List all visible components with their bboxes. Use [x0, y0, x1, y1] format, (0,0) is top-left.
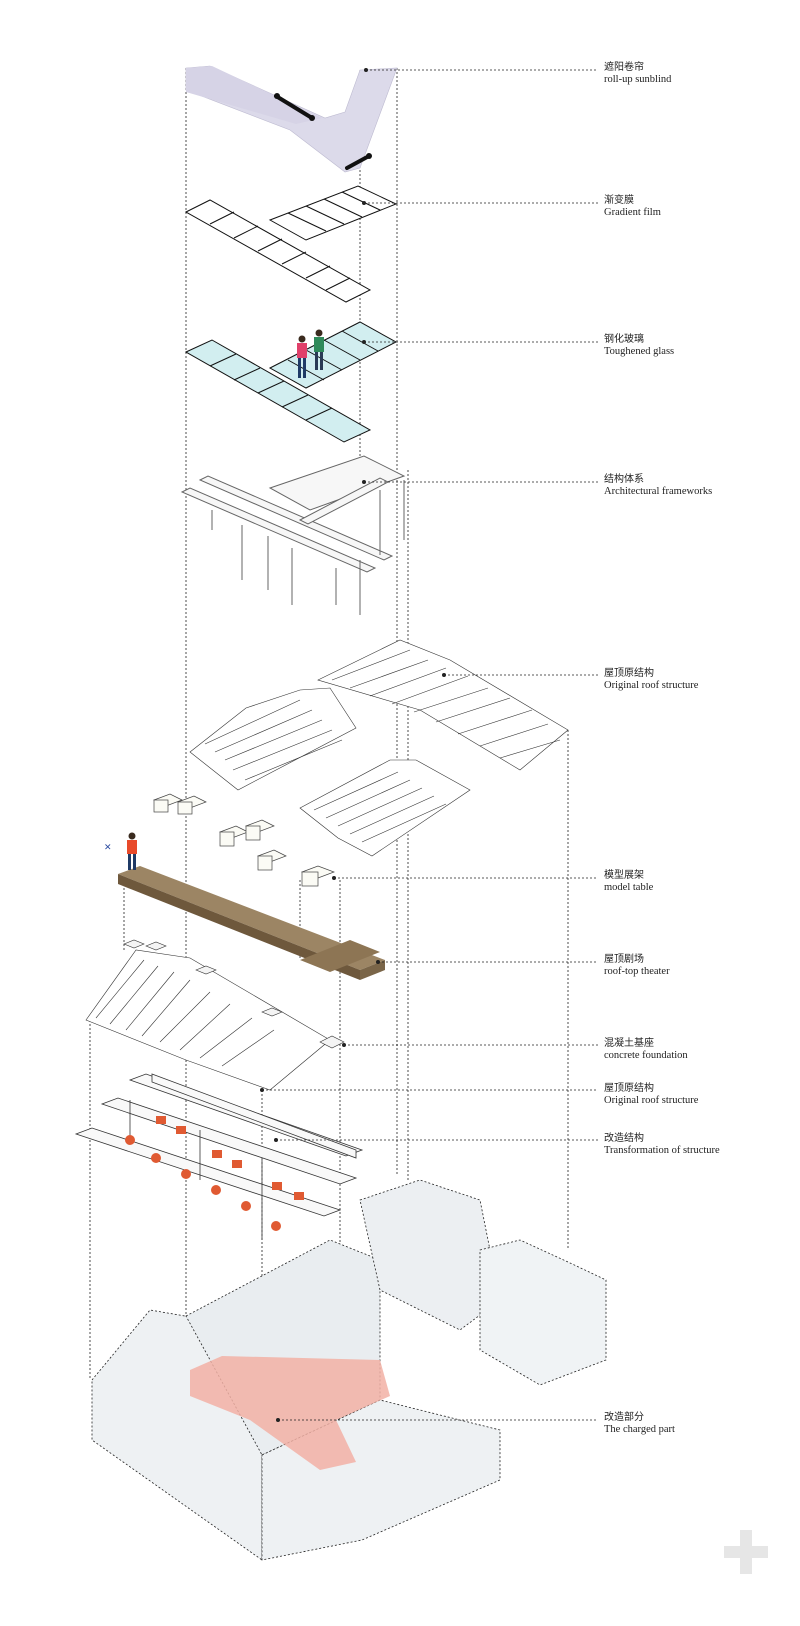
label-charged-part: 改造部分 The charged part [604, 1412, 675, 1437]
label-zh: 钢化玻璃 [604, 334, 644, 345]
label-en: Original roof structure [604, 1095, 699, 1106]
label-zh: 混凝土基座 [604, 1038, 654, 1049]
roof-structure-lower [85, 939, 345, 1091]
person-figure-icon: ✕ [104, 832, 137, 870]
label-frameworks: 结构体系 Architectural frameworks [604, 474, 712, 499]
label-zh: 屋顶原结构 [604, 1083, 654, 1094]
building-base-layer [91, 1179, 607, 1561]
label-en: Transformation of structure [604, 1145, 720, 1156]
label-en: model table [604, 882, 654, 893]
label-concrete-foundation: 混凝土基座 concrete foundation [604, 1038, 688, 1063]
label-transformation-structure: 改造结构 Transformation of structure [604, 1133, 720, 1158]
label-roof-structure-upper: 屋顶原结构 Original roof structure [604, 668, 698, 693]
label-sunblind: 遮阳卷帘 roll-up sunblind [604, 62, 671, 87]
svg-text:✕: ✕ [104, 842, 112, 852]
label-roof-structure-lower: 屋顶原结构 Original roof structure [604, 1083, 698, 1108]
rooftop-theater-layer [118, 866, 385, 980]
label-toughened-glass: 钢化玻璃 Toughened glass [604, 334, 674, 359]
person-figure-icon [297, 329, 324, 378]
label-rooftop-theater: 屋顶剧场 roof-top theater [604, 954, 670, 979]
label-model-table: 模型展架 model table [604, 870, 653, 895]
label-zh: 遮阳卷帘 [604, 62, 644, 73]
label-en: roof-top theater [604, 966, 670, 977]
label-zh: 渐变膜 [604, 195, 634, 206]
label-zh: 屋顶原结构 [604, 668, 654, 679]
label-zh: 屋顶剧场 [604, 954, 644, 965]
label-zh: 改造部分 [604, 1412, 644, 1423]
label-en: The charged part [604, 1424, 675, 1435]
label-en: roll-up sunblind [604, 74, 672, 85]
label-zh: 结构体系 [604, 474, 644, 485]
toughened-glass-layer [184, 321, 398, 443]
label-en: Original roof structure [604, 680, 699, 691]
framework-layer [180, 455, 406, 615]
roof-structure-upper [189, 639, 569, 857]
model-table-layer [153, 793, 335, 887]
sunblind-layer [185, 65, 398, 173]
label-en: Toughened glass [604, 346, 675, 357]
label-zh: 改造结构 [604, 1133, 644, 1144]
transformation-structure-layer [74, 1073, 364, 1240]
label-zh: 模型展架 [604, 870, 644, 881]
label-gradient-film: 渐变膜 Gradient film [604, 195, 661, 220]
label-en: concrete foundation [604, 1050, 688, 1061]
label-en: Gradient film [604, 207, 661, 218]
plus-watermark-icon [724, 1530, 768, 1574]
leader-lines [260, 68, 598, 1422]
gradient-film-layer [184, 185, 398, 303]
label-en: Architectural frameworks [604, 486, 713, 497]
